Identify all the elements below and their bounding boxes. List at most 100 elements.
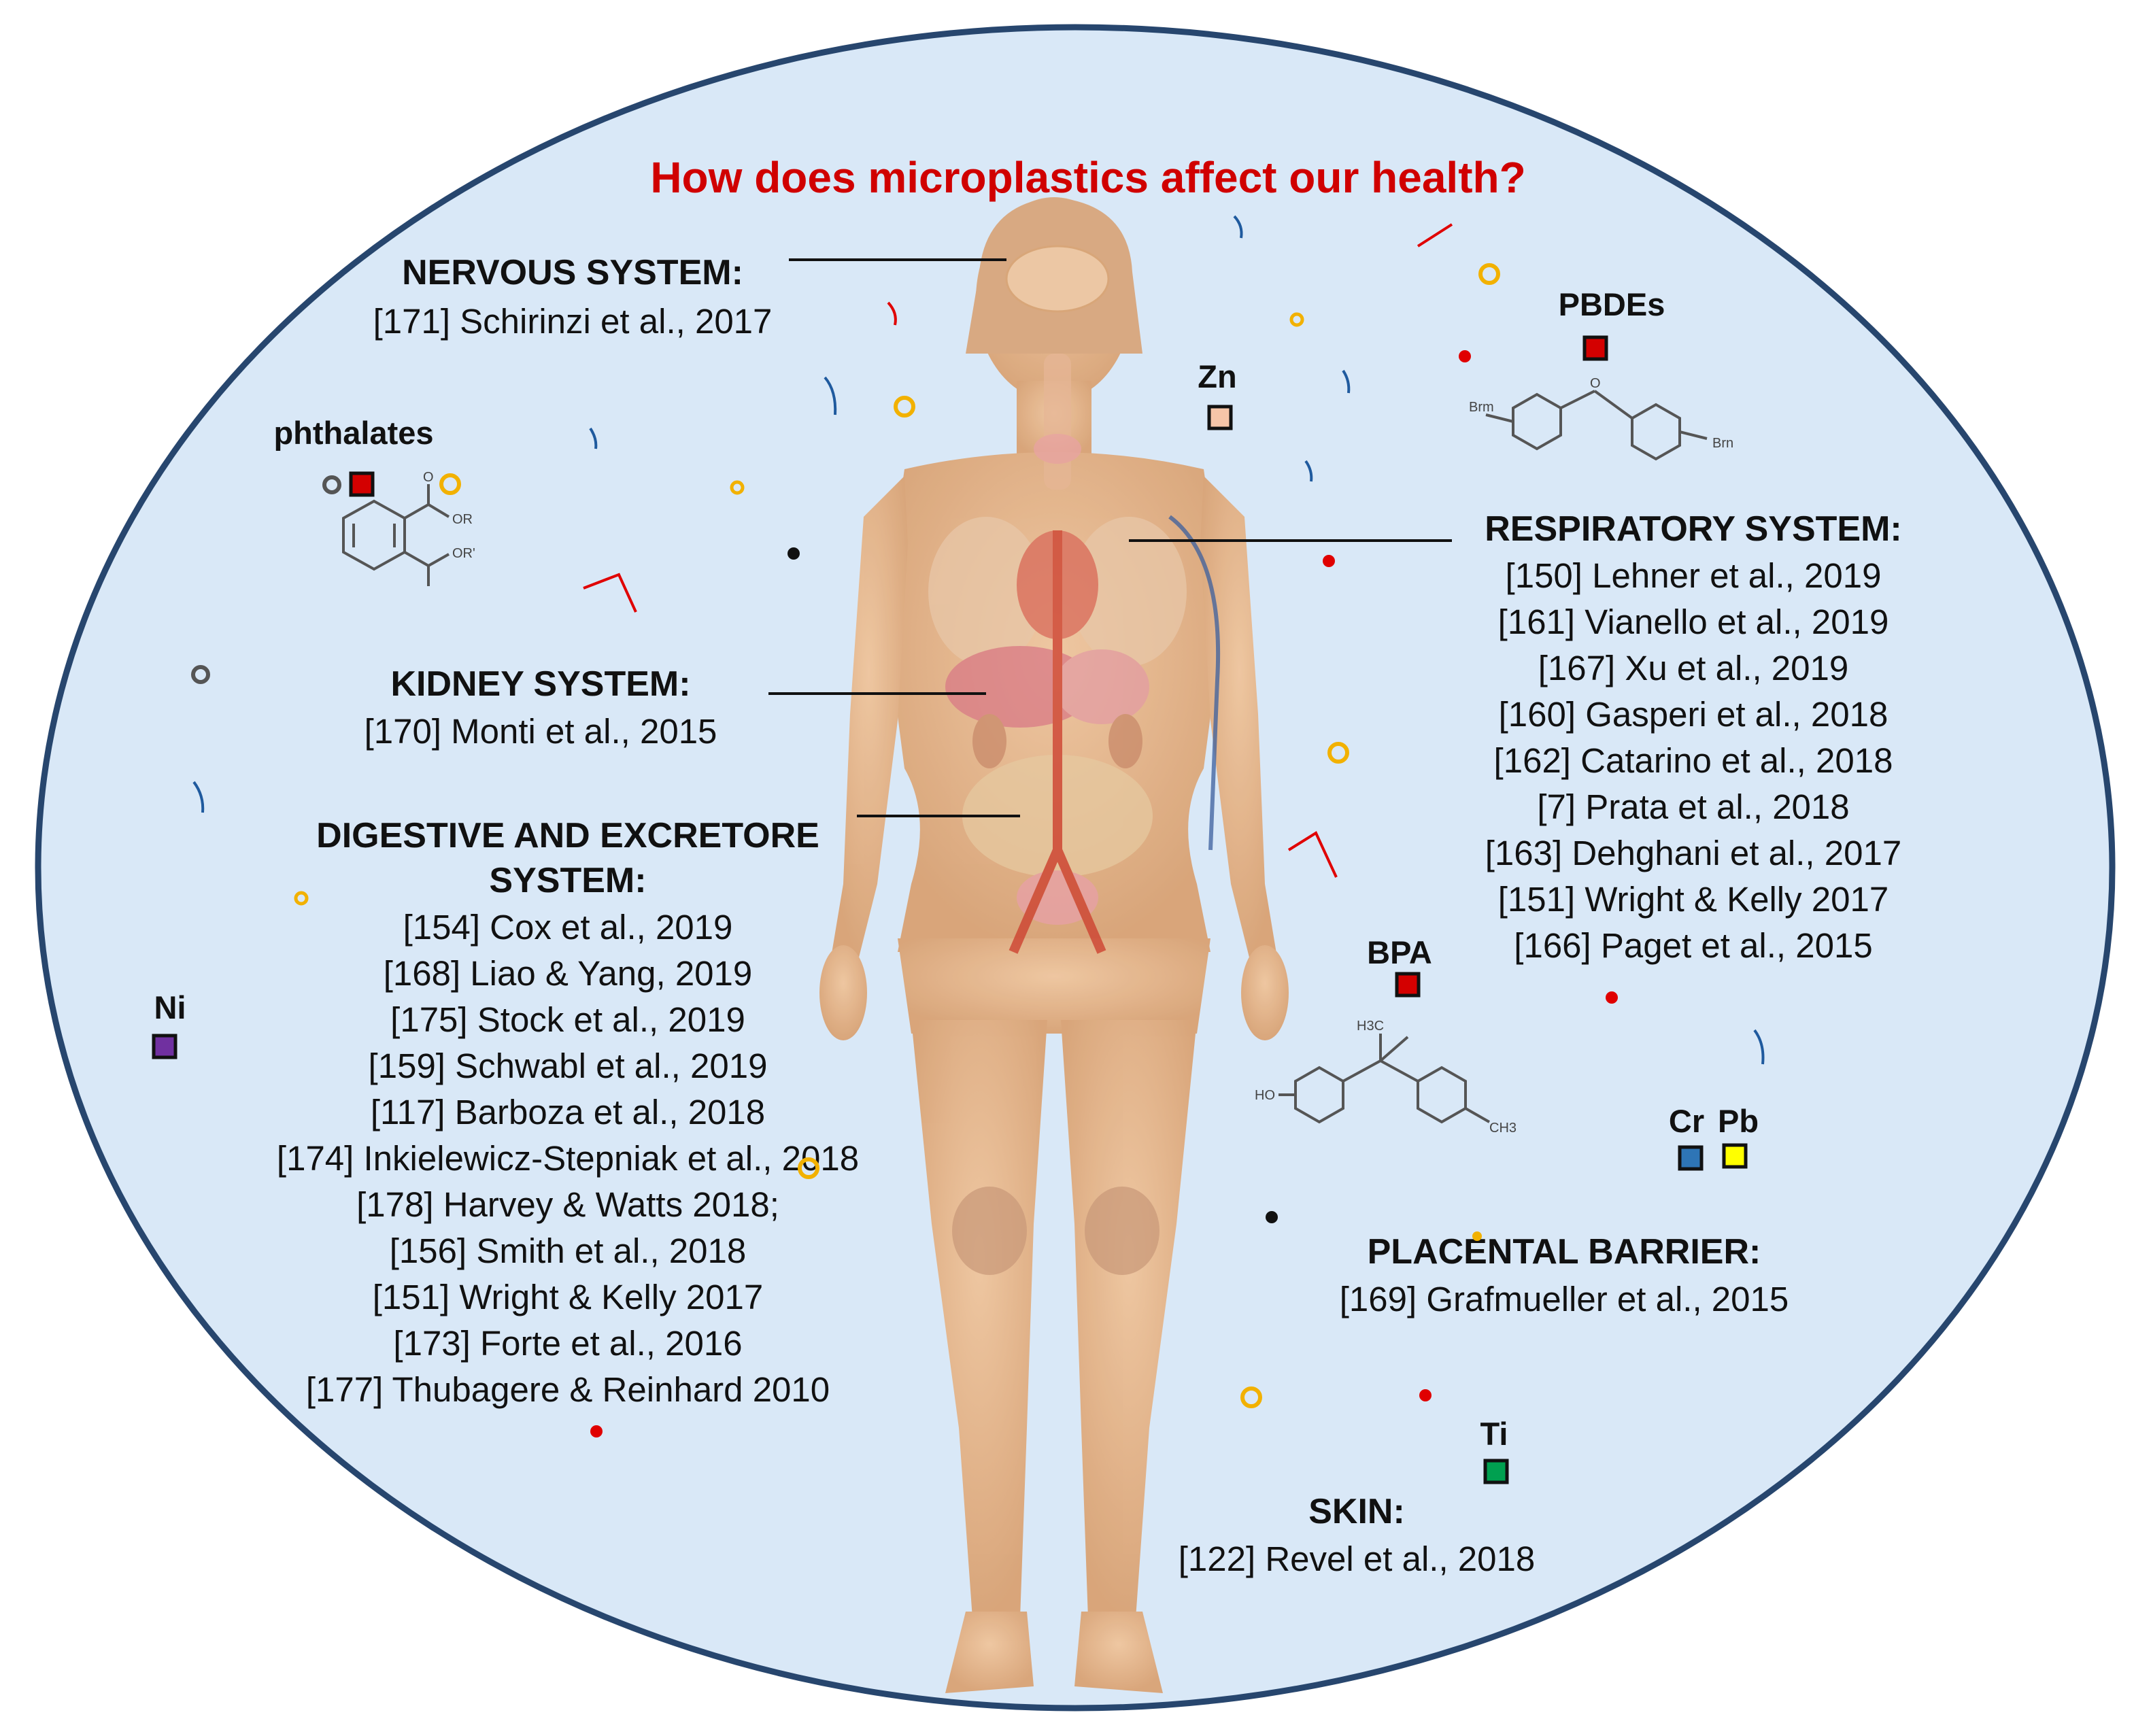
respiratory-ref: [150] Lehner et al., 2019 [1506, 556, 1882, 595]
nervous-system-ref: [171] Schirinzi et al., 2017 [373, 302, 773, 341]
respiratory-system-block: RESPIRATORY SYSTEM: [150] Lehner et al.,… [1485, 509, 1902, 965]
skin-ref: [122] Revel et al., 2018 [1179, 1539, 1536, 1578]
kidney-system-block: KIDNEY SYSTEM: [170] Monti et al., 2015 [365, 664, 717, 751]
phthalate-o-text: O [423, 470, 434, 485]
red-fiber-icon [583, 573, 637, 613]
nervous-system-header: NERVOUS SYSTEM: [402, 253, 743, 292]
digestive-system-header-line2: SYSTEM: [489, 861, 646, 900]
pb-marker [1722, 1143, 1748, 1169]
zn-label: Zn [1198, 358, 1236, 394]
stomach-icon [1054, 649, 1149, 724]
anatomy-details [928, 245, 1221, 1275]
pb-label: Pb [1718, 1103, 1759, 1139]
thyroid-icon [1034, 434, 1081, 464]
red-dot-icon [590, 1425, 603, 1437]
aorta-icon [1009, 530, 1106, 954]
yellow-ring-icon [1478, 263, 1500, 285]
digestive-ref: [117] Barboza et al., 2018 [371, 1093, 765, 1131]
yellow-ring-icon [1240, 1386, 1262, 1408]
pbde-structure-icon [1485, 390, 1708, 461]
bpa-group: BPA HO CH3 H3C [1255, 934, 1517, 1136]
blue-fiber-icon [1233, 215, 1243, 239]
pbdes-group: PBDEs Brm Brn O [1469, 286, 1733, 461]
black-dot-icon [1266, 1211, 1278, 1223]
digestive-ref: [156] Smith et al., 2018 [390, 1231, 747, 1270]
respiratory-ref: [160] Gasperi et al., 2018 [1499, 695, 1889, 734]
yellow-ring-icon [1289, 312, 1304, 327]
right-knee-icon [1085, 1187, 1159, 1275]
digestive-ref: [178] Harvey & Watts 2018; [356, 1185, 779, 1224]
digestive-ref: [174] Inkielewicz-Stepniak et al., 2018 [277, 1139, 859, 1178]
yellow-dot-icon [1472, 1231, 1482, 1241]
respiratory-ref: [151] Wright & Kelly 2017 [1498, 880, 1889, 919]
red-dot-icon [1459, 350, 1471, 362]
page-title: How does microplastics affect our health… [650, 153, 1525, 202]
cr-label: Cr [1669, 1103, 1704, 1139]
yellow-ring-icon [439, 473, 461, 495]
respiratory-ref: [163] Dehghani et al., 2017 [1485, 834, 1901, 872]
bpa-structure-icon [1278, 1034, 1490, 1124]
cr-marker [1678, 1145, 1704, 1171]
respiratory-ref: [161] Vianello et al., 2019 [1498, 602, 1889, 641]
digestive-ref: [175] Stock et al., 2019 [390, 1000, 745, 1039]
respiratory-ref: [166] Paget et al., 2015 [1514, 926, 1872, 965]
placental-barrier-ref: [169] Grafmueller et al., 2015 [1340, 1280, 1789, 1318]
phthalate-structure-icon [342, 484, 450, 586]
zn-marker [1207, 405, 1233, 430]
arm-veins-icon [1168, 515, 1221, 851]
kidney-system-header: KIDNEY SYSTEM: [390, 664, 690, 704]
microplastic-particles [191, 215, 1765, 1437]
digestive-ref: [159] Schwabl et al., 2019 [369, 1046, 768, 1085]
digestive-ref: [177] Thubagere & Reinhard 2010 [306, 1370, 830, 1409]
respiratory-system-header: RESPIRATORY SYSTEM: [1485, 509, 1902, 549]
blue-fiber-icon [1304, 460, 1313, 482]
blue-fiber-icon [1753, 1029, 1765, 1065]
phthalates-marker [349, 471, 375, 497]
grey-ring-icon [322, 475, 341, 494]
ni-group: Ni [152, 989, 186, 1059]
placental-barrier-block: PLACENTAL BARRIER: [169] Grafmueller et … [1340, 1232, 1789, 1318]
phthalate-or2-text: OR' [452, 546, 475, 561]
phthalates-label: phthalates [273, 415, 433, 451]
digestive-ref: [168] Liao & Yang, 2019 [384, 954, 753, 993]
pbdes-label: PBDEs [1559, 286, 1665, 322]
bladder-icon [1017, 870, 1098, 925]
ni-label: Ni [154, 989, 186, 1025]
bpa-h3c-text: H3C [1357, 1019, 1384, 1034]
brain-icon [1005, 245, 1110, 313]
blue-fiber-icon [192, 781, 205, 813]
digestive-ref: [151] Wright & Kelly 2017 [373, 1278, 764, 1316]
blue-fiber-icon [1342, 369, 1351, 394]
ni-marker [152, 1034, 177, 1059]
digestive-ref: [173] Forte et al., 2016 [393, 1324, 742, 1363]
kidney-system-ref: [170] Monti et al., 2015 [365, 712, 717, 751]
red-dot-icon [1606, 991, 1618, 1004]
yellow-ring-icon [894, 396, 915, 418]
red-fiber-icon [1287, 831, 1338, 878]
blue-fiber-icon [589, 427, 598, 449]
respiratory-ref: [7] Prata et al., 2018 [1537, 787, 1849, 826]
trachea-icon [1044, 354, 1071, 490]
black-dot-icon [787, 547, 800, 560]
red-fiber-icon [887, 301, 897, 326]
ti-group: Ti [1480, 1416, 1509, 1484]
digestive-ref: [154] Cox et al., 2019 [403, 908, 733, 947]
respiratory-ref: [162] Catarino et al., 2018 [1494, 741, 1893, 780]
pbde-o-text: O [1590, 376, 1601, 391]
left-knee-icon [952, 1187, 1027, 1275]
left-kidney-icon [972, 714, 1006, 768]
yellow-ring-icon [798, 1157, 819, 1179]
pbde-br2-text: Brn [1712, 436, 1733, 451]
leader-lines [768, 258, 1452, 817]
yellow-ring-icon [1327, 742, 1349, 764]
bpa-ho-text: HO [1255, 1088, 1275, 1103]
ti-marker [1483, 1459, 1509, 1484]
placental-barrier-header: PLACENTAL BARRIER: [1368, 1232, 1761, 1272]
skin-header: SKIN: [1308, 1492, 1405, 1531]
cr-pb-group: Cr Pb [1669, 1103, 1759, 1171]
left-lung-icon [928, 517, 1044, 666]
skin-block: SKIN: [122] Revel et al., 2018 [1179, 1492, 1536, 1578]
digestive-system-header-line1: DIGESTIVE AND EXCRETORE [316, 816, 819, 855]
yellow-ring-icon [294, 891, 309, 906]
